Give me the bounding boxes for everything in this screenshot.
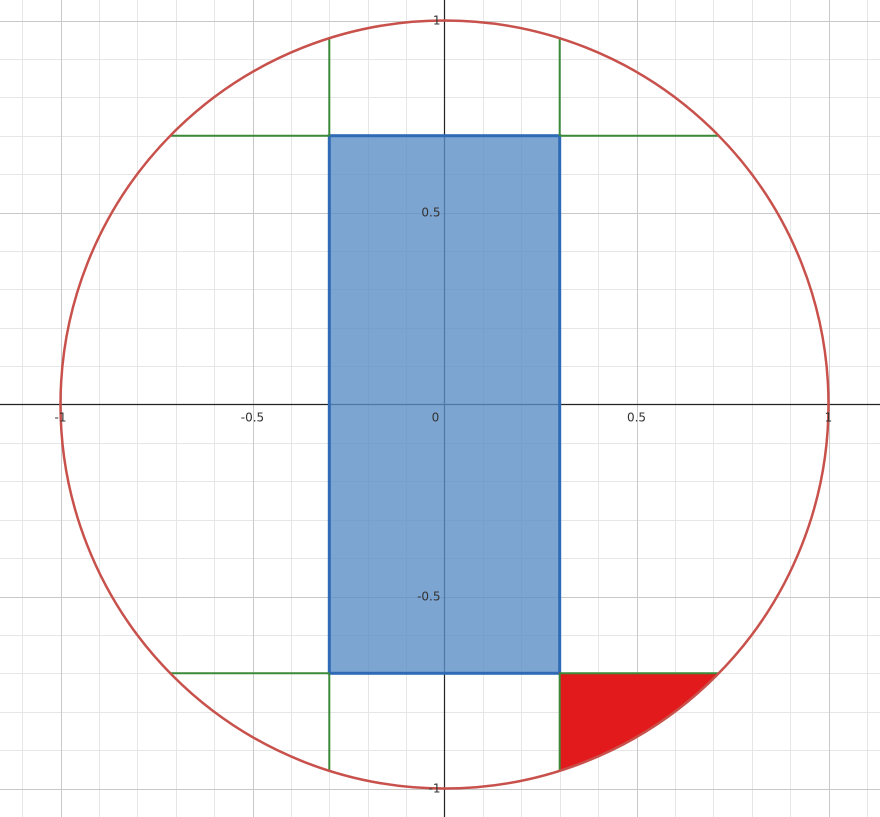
tick-labels: -1 -0.5 0 0.5 1 1 0.5 -0.5 -1	[55, 14, 833, 796]
y-tick-label: 1	[433, 14, 441, 28]
y-tick-label: -1	[429, 782, 441, 796]
circle-layer	[59, 19, 830, 790]
x-tick-label: 1	[825, 411, 833, 425]
x-tick-label: -1	[55, 411, 67, 425]
guide-lines-layer	[170, 38, 719, 771]
x-tick-label: 0	[432, 411, 440, 425]
x-tick-label: -0.5	[241, 411, 264, 425]
inscribed-rectangle	[327, 134, 562, 675]
x-tick-label: 0.5	[627, 411, 646, 425]
rectangle-layer	[327, 134, 562, 675]
y-tick-label: -0.5	[417, 590, 440, 604]
y-tick-label: 0.5	[421, 206, 440, 220]
unit-circle	[59, 19, 830, 790]
